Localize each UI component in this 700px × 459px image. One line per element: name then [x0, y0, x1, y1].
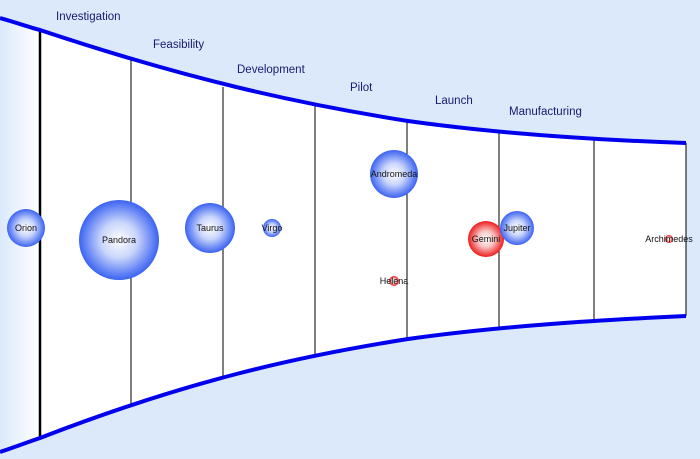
bubble-marker	[185, 203, 235, 253]
project-bubble-archimedes[interactable]: Archimedes	[645, 234, 693, 244]
bubble-marker	[468, 221, 504, 257]
stage-label-feasibility: Feasibility	[153, 39, 204, 51]
project-bubble-virgo[interactable]: Virgo	[262, 219, 283, 237]
stage-label-investigation: Investigation	[56, 11, 121, 23]
stage-label-development: Development	[237, 64, 306, 76]
funnel-body	[40, 30, 686, 438]
project-bubble-pandora[interactable]: Pandora	[79, 200, 159, 280]
bubble-label: Taurus	[196, 223, 224, 233]
project-bubble-helena[interactable]: Helena	[380, 276, 409, 286]
bubble-label: Jupiter	[503, 223, 530, 233]
project-bubble-jupiter[interactable]: Jupiter	[500, 211, 534, 245]
project-bubble-andromeda[interactable]: Andromeda	[370, 150, 418, 198]
bubble-label: Virgo	[262, 223, 283, 233]
stage-label-manufacturing: Manufacturing	[509, 106, 582, 118]
funnel-top-edge	[0, 16, 687, 145]
bubble-label: Helena	[380, 276, 409, 286]
funnel-bottom-edge	[0, 314, 687, 454]
bubble-marker	[500, 211, 534, 245]
stage-label-launch: Launch	[435, 95, 473, 107]
bubble-label: Archimedes	[645, 234, 693, 244]
bubble-marker	[79, 200, 159, 280]
bubble-marker	[389, 276, 399, 286]
bubble-marker	[7, 209, 45, 247]
project-bubble-taurus[interactable]: Taurus	[185, 203, 235, 253]
bubble-label: Gemini	[472, 234, 501, 244]
bubble-marker	[665, 235, 673, 243]
project-bubble-gemini[interactable]: Gemini	[468, 221, 504, 257]
bubble-label: Andromeda	[371, 169, 418, 179]
bubble-marker	[263, 219, 281, 237]
stage-label-pilot: Pilot	[350, 82, 373, 94]
bubble-marker	[370, 150, 418, 198]
bubble-label: Orion	[15, 223, 37, 233]
project-bubble-orion[interactable]: Orion	[7, 209, 45, 247]
bubble-label: Pandora	[102, 235, 136, 245]
